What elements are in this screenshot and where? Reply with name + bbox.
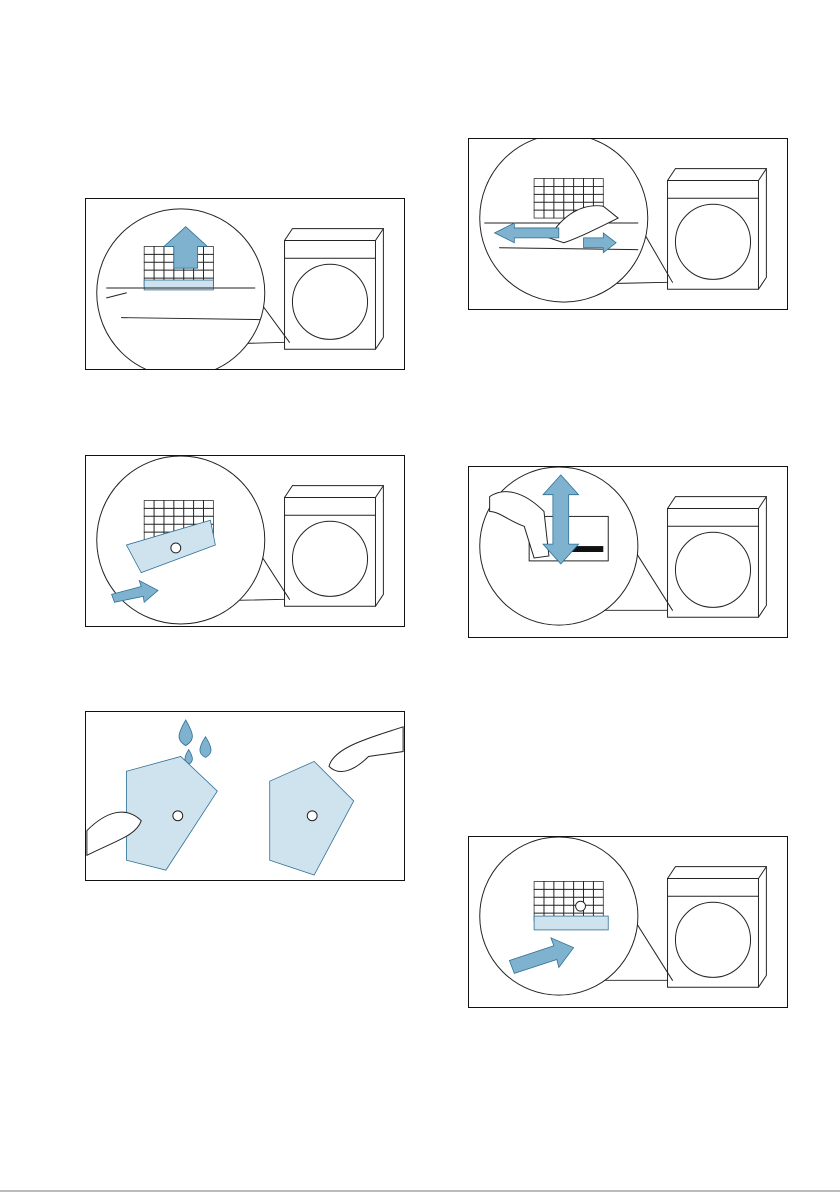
figure-1-illustration	[86, 199, 404, 369]
figure-6-illustration	[469, 837, 787, 1007]
dryer-icon	[285, 229, 384, 350]
dryer-icon	[668, 867, 767, 988]
dryer-icon	[668, 497, 767, 618]
dryer-icon	[285, 486, 384, 607]
figure-2-illustration	[86, 456, 404, 626]
figure-2	[85, 455, 405, 627]
figure-6	[468, 836, 788, 1008]
water-drops-icon	[179, 720, 211, 764]
hand-icon-2	[329, 727, 403, 772]
figure-5	[468, 466, 788, 638]
figure-5-illustration	[469, 467, 787, 637]
filter-tray-icon	[126, 756, 217, 870]
figure-4	[468, 138, 788, 310]
figure-1	[85, 198, 405, 370]
figure-3-illustration	[86, 712, 404, 880]
figure-3	[85, 711, 405, 881]
dryer-icon	[668, 169, 767, 290]
figure-4-illustration	[469, 139, 787, 309]
